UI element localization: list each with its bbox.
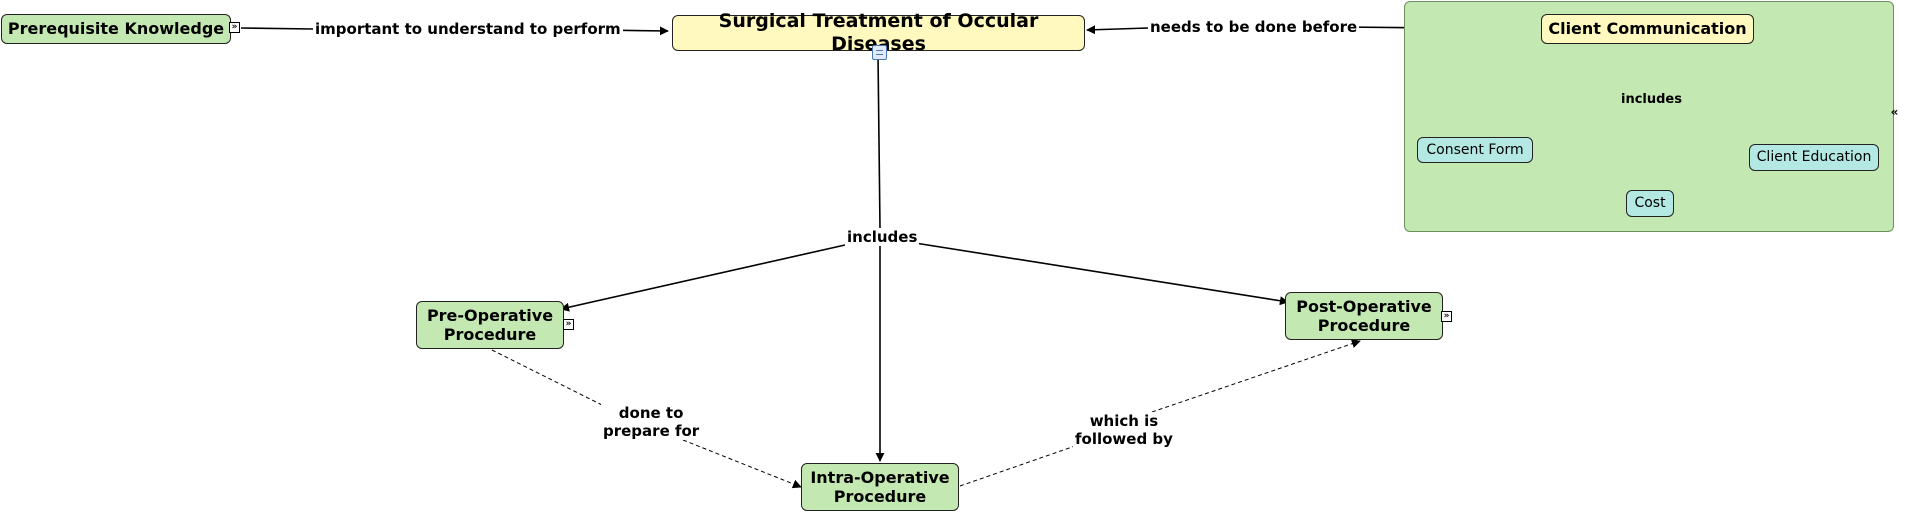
concept-prerequisite-knowledge[interactable]: Prerequisite Knowledge: [1, 14, 231, 44]
connector-includes-to-post: [914, 242, 1289, 306]
concept-pre-operative[interactable]: Pre-Operative Procedure: [416, 301, 564, 349]
concept-post-operative[interactable]: Post-Operative Procedure: [1285, 292, 1443, 340]
link-label-done-to-prepare: done to prepare for: [601, 404, 702, 440]
expand-icon[interactable]: »: [563, 319, 574, 330]
link-label-includes-client: includes: [1619, 92, 1684, 108]
connector-prereq-to-label: [240, 27, 314, 30]
concept-surgical-treatment[interactable]: Surgical Treatment of Occular Diseases: [672, 10, 1085, 55]
connector-main-to-includes: [877, 54, 881, 229]
document-icon[interactable]: [872, 45, 887, 60]
link-label-needs-before: needs to be done before: [1148, 18, 1360, 36]
connector-label-to-post: [1151, 339, 1361, 413]
link-label-important: important to understand to perform: [313, 20, 623, 38]
connector-pre-to-label: [491, 349, 613, 411]
concept-client-education[interactable]: Client Education: [1749, 144, 1879, 171]
concept-consent-form[interactable]: Consent Form: [1417, 137, 1533, 163]
concept-cost[interactable]: Cost: [1626, 190, 1674, 217]
concept-client-communication[interactable]: Client Communication: [1541, 14, 1754, 44]
expand-icon[interactable]: »: [1441, 311, 1452, 322]
connector-intra-to-label: [959, 445, 1076, 487]
collapse-icon[interactable]: «: [1890, 105, 1899, 119]
link-label-includes-main: includes: [845, 228, 920, 246]
link-label-followed-by: which is followed by: [1073, 412, 1175, 448]
expand-icon[interactable]: »: [229, 22, 240, 33]
connector-label-to-intra: [682, 439, 802, 489]
connector-label-to-main-2: [1086, 25, 1149, 35]
connector-includes-to-pre: [560, 244, 846, 312]
concept-intra-operative[interactable]: Intra-Operative Procedure: [801, 463, 959, 511]
